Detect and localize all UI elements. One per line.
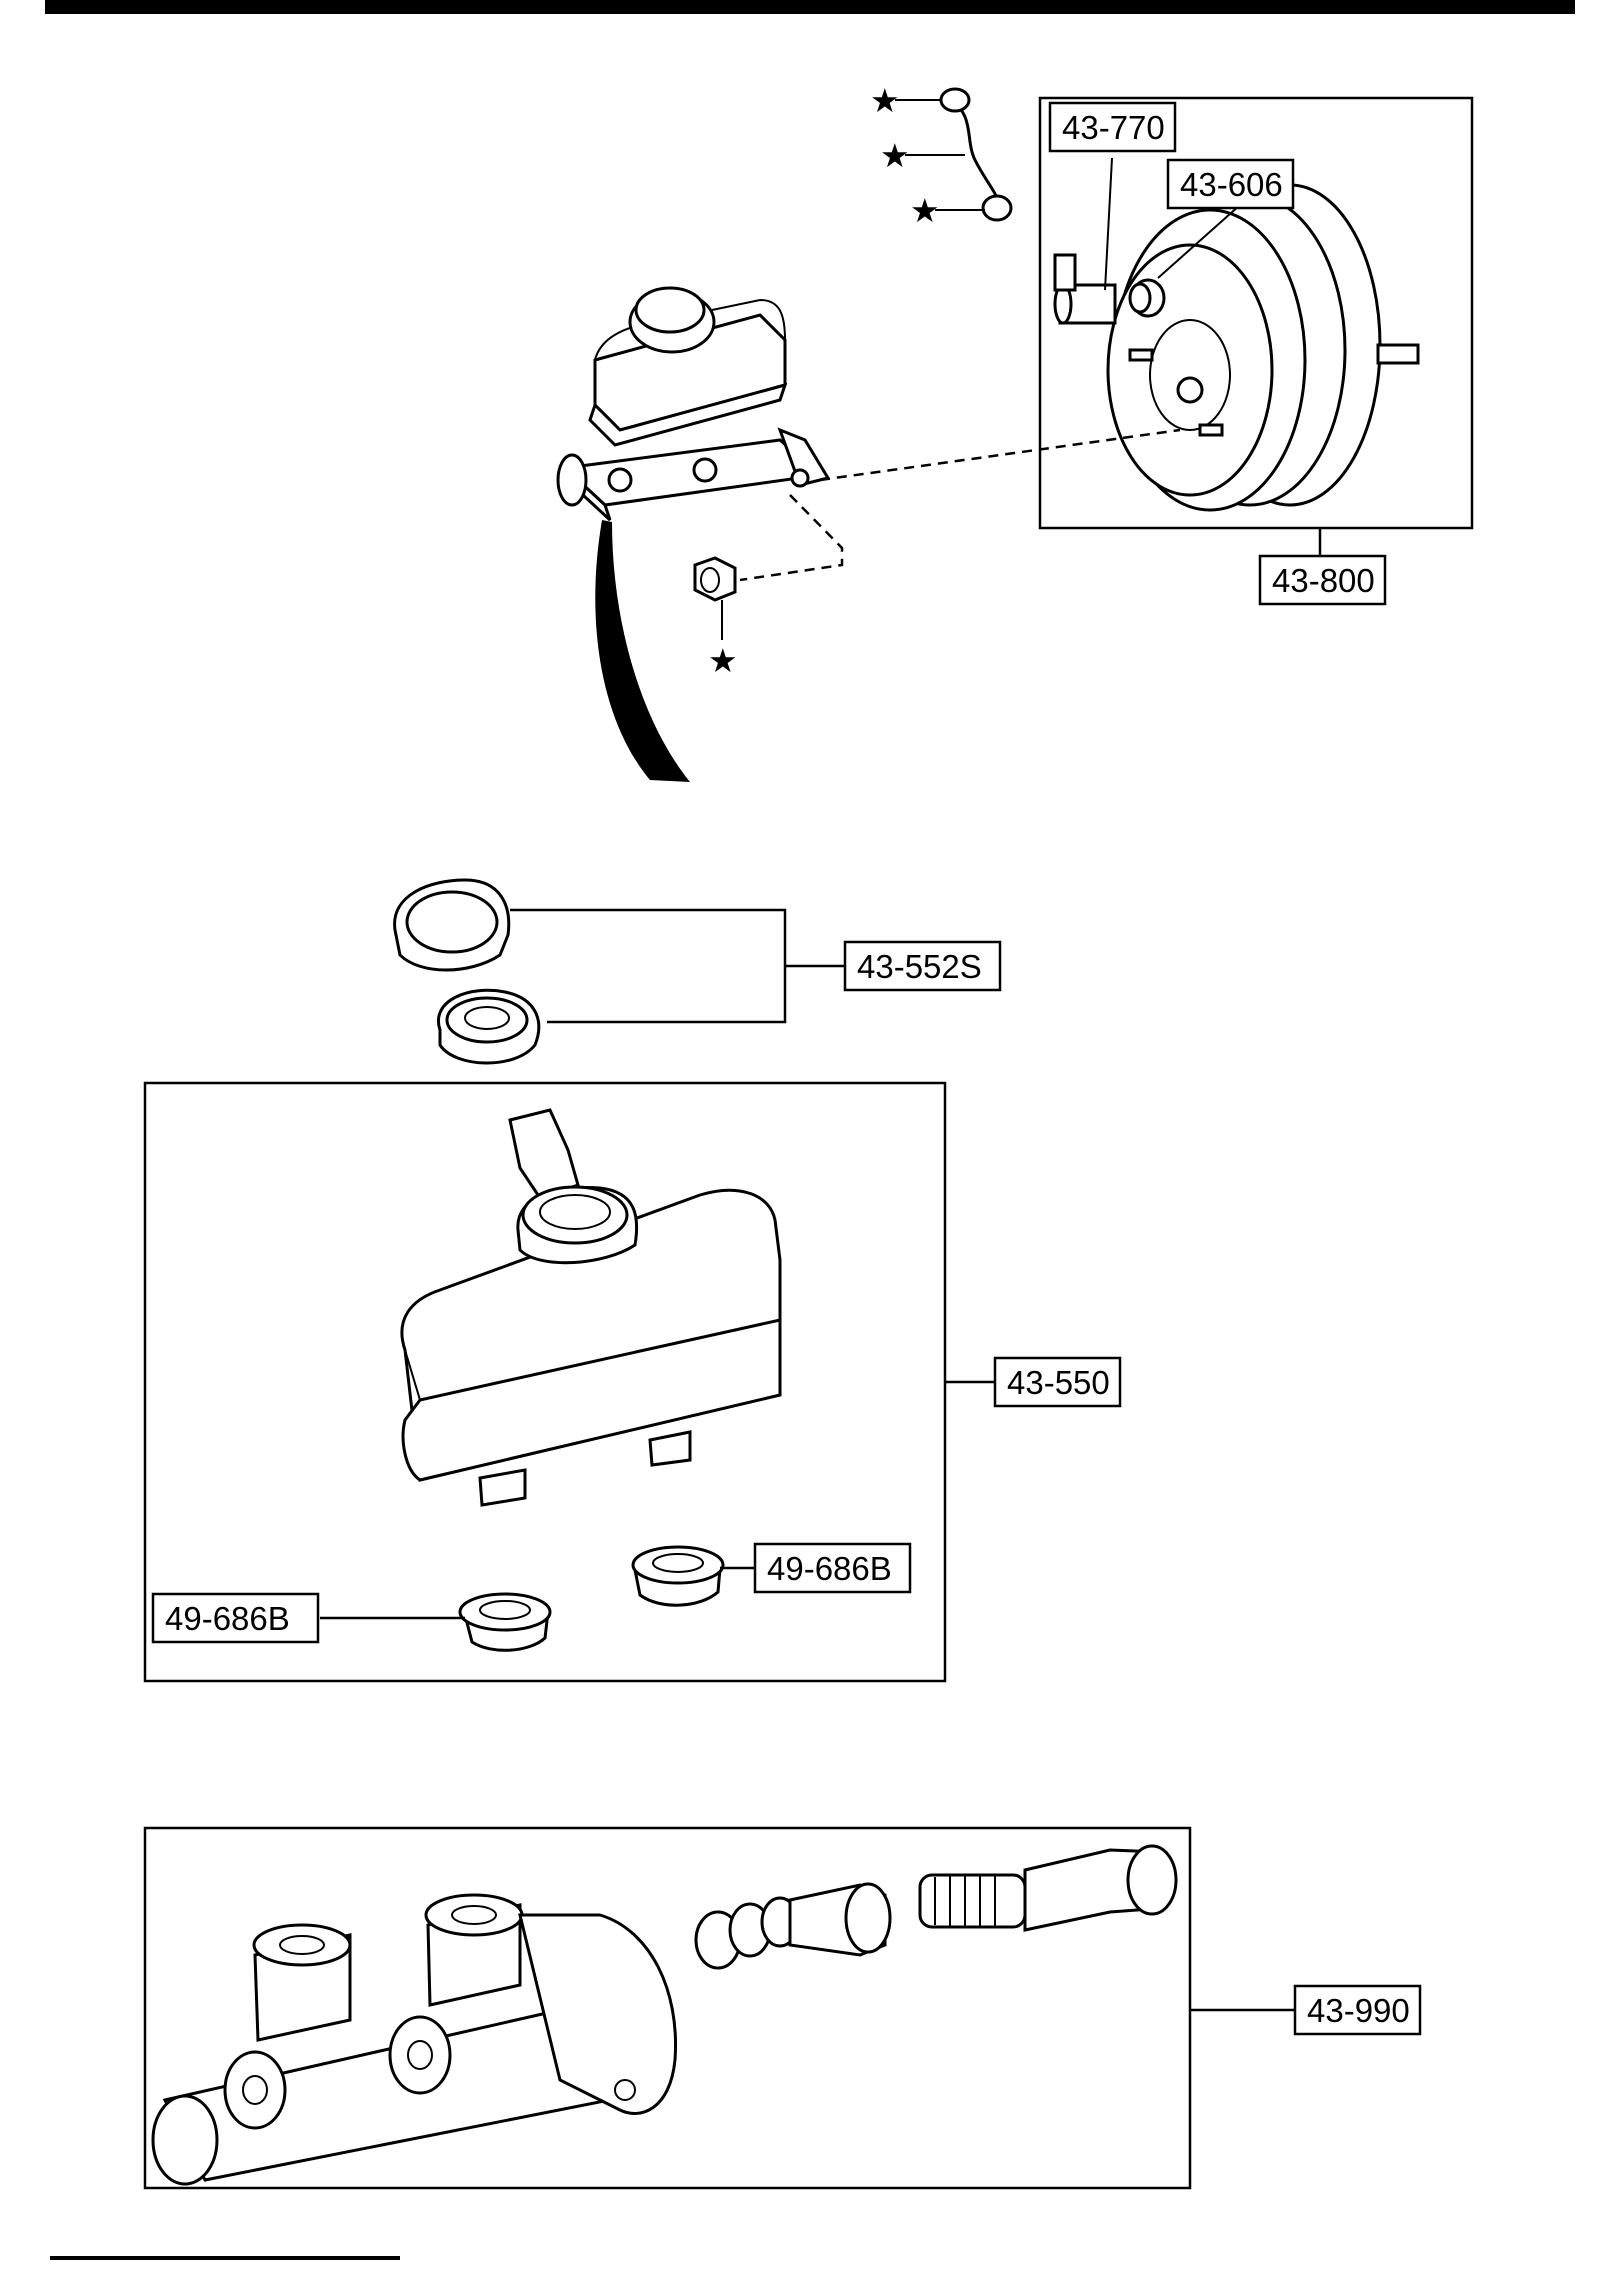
svg-text:49-686B: 49-686B	[767, 1550, 892, 1587]
star-mark-3: ★	[910, 192, 940, 229]
label-49-686B-left[interactable]: 49-686B	[151, 1592, 320, 1644]
svg-text:43-800: 43-800	[1272, 562, 1375, 599]
reservoir-tank	[400, 1108, 782, 1507]
svg-text:43-552S: 43-552S	[857, 948, 982, 985]
label-43-770[interactable]: 43-770	[1048, 101, 1177, 153]
label-49-686B-right[interactable]: 49-686B	[753, 1542, 912, 1594]
star-mark-4: ★	[708, 642, 738, 679]
mounting-nut	[693, 556, 737, 640]
dashed-leader-booster	[819, 428, 1181, 482]
svg-text:43-770: 43-770	[1062, 109, 1165, 146]
cap-seal	[436, 988, 541, 1065]
label-43-550[interactable]: 43-550	[993, 1356, 1122, 1408]
piston-assembly-secondary	[918, 1844, 1178, 1932]
dashed-leader-nut	[739, 494, 844, 582]
svg-text:43-550: 43-550	[1007, 1364, 1110, 1401]
bushing-left	[458, 1592, 552, 1652]
label-43-990[interactable]: 43-990	[1293, 1984, 1422, 2036]
brake-pedal-arm	[595, 520, 690, 782]
svg-text:43-606: 43-606	[1180, 166, 1283, 203]
svg-text:43-990: 43-990	[1307, 1992, 1410, 2029]
reservoir-cap	[393, 878, 511, 972]
bushing-right	[631, 1545, 725, 1607]
star-mark-2: ★	[880, 137, 910, 174]
label-43-800[interactable]: 43-800	[1258, 554, 1387, 606]
svg-text:49-686B: 49-686B	[165, 1600, 290, 1637]
vacuum-hose	[895, 87, 1013, 222]
star-mark-1: ★	[870, 82, 900, 119]
header-bar	[45, 0, 1575, 14]
master-cylinder-assembly	[556, 286, 831, 522]
label-43-606[interactable]: 43-606	[1166, 158, 1295, 210]
piston-assembly-primary	[694, 1882, 892, 1970]
brake-booster	[1053, 183, 1420, 512]
label-43-552S[interactable]: 43-552S	[843, 940, 1002, 992]
master-cylinder-body	[151, 1893, 678, 2186]
bracket-43-552S	[510, 908, 845, 1024]
